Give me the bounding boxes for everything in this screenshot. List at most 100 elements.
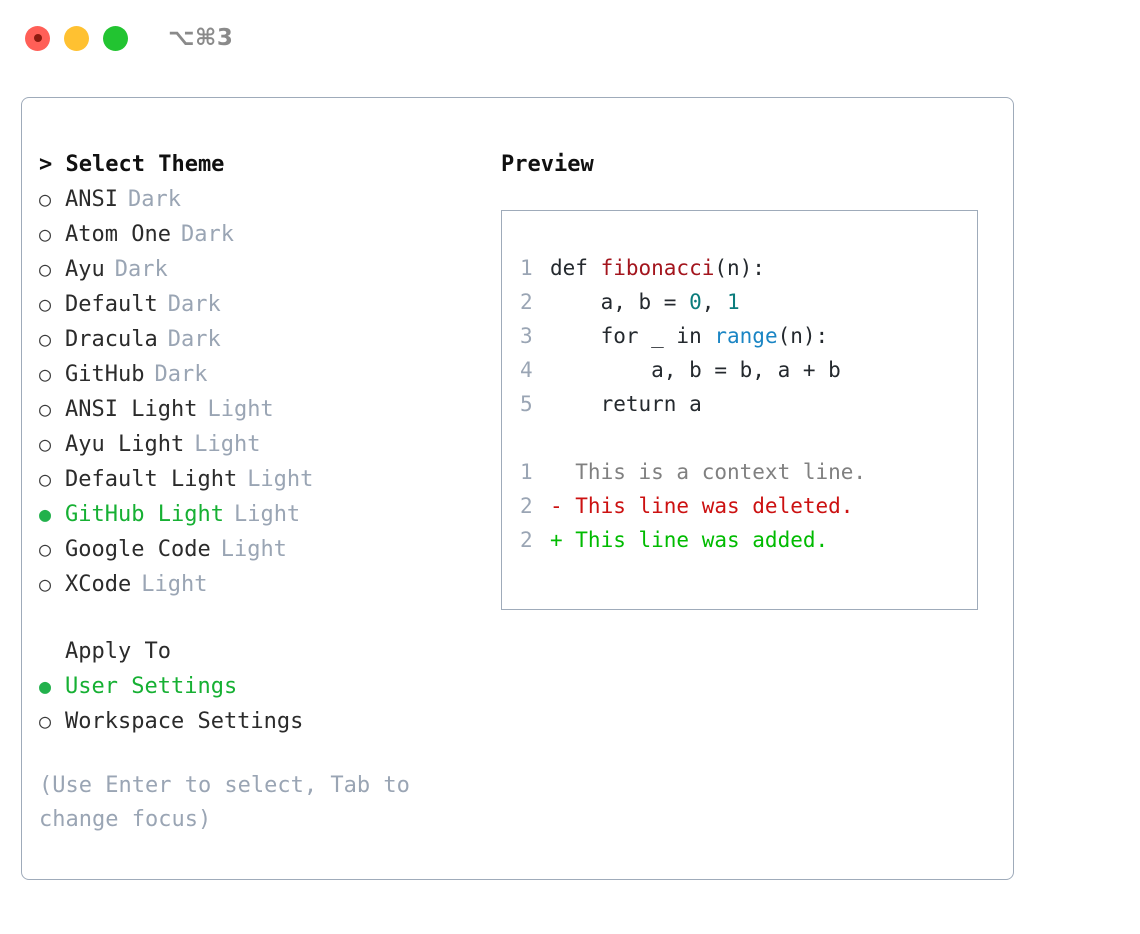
apply-to-heading-row: ○ Apply To <box>39 634 479 669</box>
theme-name: Atom One <box>65 222 171 247</box>
code-line: 3 for _ in range(n): <box>520 319 977 353</box>
preview-heading: Preview <box>501 152 594 177</box>
diff-line: 2 + This line was added. <box>520 523 977 557</box>
code-line-number: 2 <box>520 290 533 314</box>
theme-variant-tag: Dark <box>180 222 234 247</box>
diff-line-text: + This line was added. <box>550 528 829 552</box>
code-token: (n): <box>777 324 829 348</box>
theme-list-item[interactable]: ○ Default Light Light <box>39 462 479 497</box>
apply-to-label: Workspace Settings <box>65 709 304 734</box>
apply-to-heading: Apply To <box>65 639 171 664</box>
radio-unselected-icon[interactable]: ○ <box>39 362 52 386</box>
theme-variant-tag: Dark <box>167 327 221 352</box>
theme-name: ANSI <box>65 187 118 212</box>
theme-name: Ayu Light <box>65 432 185 457</box>
diff-line: 1 This is a context line. <box>520 455 977 489</box>
apply-to-list[interactable]: ● User Settings ○ Workspace Settings <box>39 669 479 739</box>
theme-variant-tag: Light <box>194 432 261 457</box>
radio-selected-icon[interactable]: ● <box>39 674 52 698</box>
diff-sample: 1 This is a context line. 2 - This line wa… <box>520 455 977 557</box>
code-line-number: 4 <box>520 358 533 382</box>
code-line-number: 3 <box>520 324 533 348</box>
radio-unselected-icon[interactable]: ○ <box>39 292 52 316</box>
apply-to-label: User Settings <box>65 674 238 699</box>
radio-unselected-icon[interactable]: ○ <box>39 257 52 281</box>
code-line: 4 a, b = b, a + b <box>520 353 977 387</box>
code-line: 2 a, b = 0, 1 <box>520 285 977 319</box>
code-line: 1 def fibonacci(n): <box>520 251 977 285</box>
code-token: a, b = <box>550 290 690 314</box>
radio-unselected-icon[interactable]: ○ <box>39 222 52 246</box>
title-bar: ⌥⌘3 <box>0 0 1140 76</box>
diff-line-text: - This line was deleted. <box>550 494 854 518</box>
theme-variant-tag: Dark <box>127 187 181 212</box>
code-diff-spacer <box>520 421 977 455</box>
theme-variant-tag: Light <box>247 467 314 492</box>
window-controls <box>25 25 128 51</box>
theme-name: Default <box>65 292 158 317</box>
code-line-number: 5 <box>520 392 533 416</box>
radio-unselected-icon[interactable]: ○ <box>39 709 52 733</box>
radio-selected-icon[interactable]: ● <box>39 502 52 526</box>
radio-unselected-icon[interactable]: ○ <box>39 537 52 561</box>
theme-list-item[interactable]: ○ XCode Light <box>39 567 479 602</box>
radio-unselected-icon[interactable]: ○ <box>39 467 52 491</box>
diff-line-text: This is a context line. <box>550 460 867 484</box>
code-token: (n): <box>714 256 765 280</box>
code-token: , <box>701 290 728 314</box>
theme-variant-tag: Light <box>233 502 301 527</box>
theme-list-item[interactable]: ○ Dracula Dark <box>39 322 479 357</box>
theme-name: Dracula <box>65 327 158 352</box>
code-token: range <box>714 324 778 348</box>
diff-line: 2 - This line was deleted. <box>520 489 977 523</box>
close-button[interactable] <box>25 25 50 51</box>
radio-unselected-icon[interactable]: ○ <box>39 327 52 351</box>
theme-name: XCode <box>65 572 132 597</box>
theme-variant-tag: Light <box>207 397 274 422</box>
radio-unselected-icon[interactable]: ○ <box>39 432 52 456</box>
minimize-button[interactable] <box>64 25 89 51</box>
maximize-button[interactable] <box>103 25 128 51</box>
theme-list-item[interactable]: ○ Ayu Light Light <box>39 427 479 462</box>
diff-line-number: 1 <box>520 460 533 484</box>
radio-unselected-icon[interactable]: ○ <box>39 397 52 421</box>
code-token: return a <box>550 392 702 416</box>
theme-list-item[interactable]: ○ Atom One Dark <box>39 217 479 252</box>
code-token: fibonacci <box>600 256 715 280</box>
code-token: a, b = b, a + b <box>550 358 841 382</box>
theme-variant-tag: Dark <box>154 362 208 387</box>
theme-name: Default Light <box>65 467 238 492</box>
theme-list-item[interactable]: ○ ANSI Light Light <box>39 392 479 427</box>
apply-to-option[interactable]: ● User Settings <box>39 669 479 704</box>
theme-name: ANSI Light <box>65 397 198 422</box>
section-spacer <box>39 602 479 634</box>
keyboard-hint-text: (Use Enter to select, Tab to change focu… <box>39 773 410 832</box>
radio-unselected-icon[interactable]: ○ <box>39 572 52 596</box>
theme-list-item[interactable]: ● GitHub Light Light <box>39 497 479 532</box>
code-token: 1 <box>727 290 740 314</box>
radio-unselected-icon[interactable]: ○ <box>39 187 52 211</box>
code-token: def <box>550 256 601 280</box>
theme-list-item[interactable]: ○ ANSI Dark <box>39 182 479 217</box>
theme-picker-heading: > Select Theme <box>39 152 225 177</box>
code-token: for _ in <box>550 324 715 348</box>
theme-variant-tag: Light <box>141 572 208 597</box>
code-token: 0 <box>689 290 702 314</box>
blank-marker: ○ <box>39 634 65 668</box>
apply-to-option[interactable]: ○ Workspace Settings <box>39 704 479 739</box>
code-line-number: 1 <box>520 256 533 280</box>
theme-name: GitHub Light <box>65 502 224 527</box>
diff-line-number: 2 <box>520 494 533 518</box>
theme-variant-tag: Dark <box>114 257 168 282</box>
diff-line-number: 2 <box>520 528 533 552</box>
code-line: 5 return a <box>520 387 977 421</box>
